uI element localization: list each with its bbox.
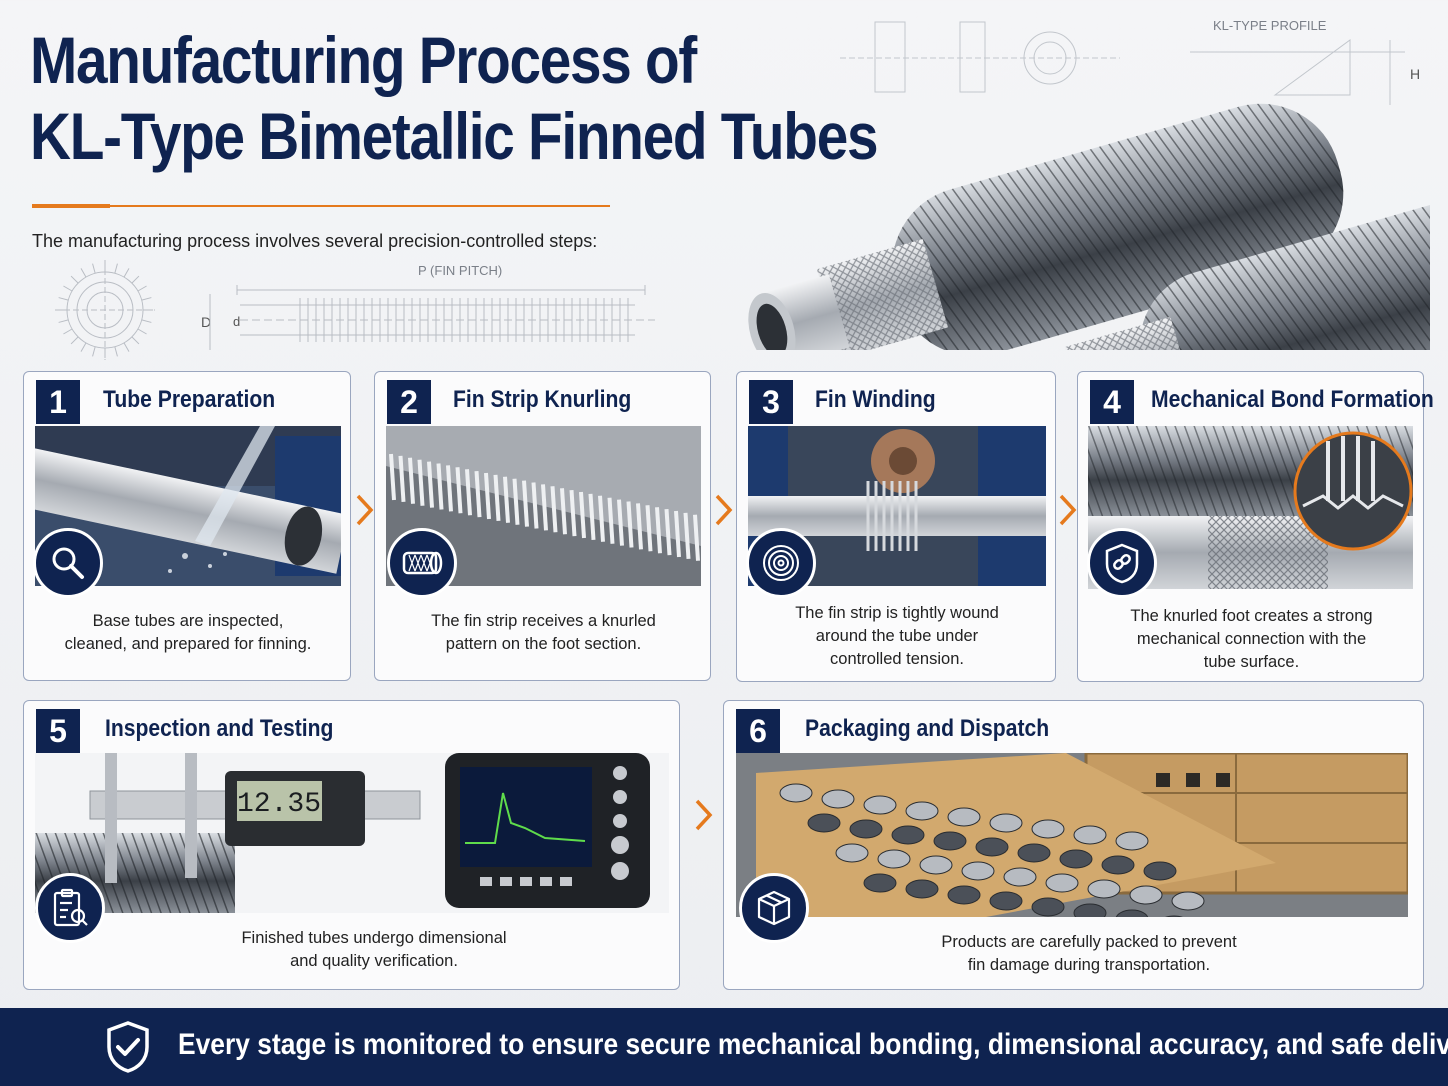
box-icon: [739, 873, 809, 943]
inner-diameter-label: d: [233, 314, 241, 329]
inspection-photo: 12.35: [35, 753, 669, 913]
height-label: H: [1410, 66, 1421, 82]
step-title: Fin Strip Knurling: [453, 386, 632, 413]
step-description: Products are carefully packed to prevent…: [941, 933, 1237, 974]
caliper-reading: 12.35: [237, 789, 321, 820]
step-title: Inspection and Testing: [105, 715, 334, 742]
footer-banner: Every stage is monitored to ensure secur…: [0, 1008, 1448, 1086]
step-card-6: 6 Packaging and Dispatch Products are ca…: [723, 700, 1424, 990]
step-number: 2: [387, 380, 431, 424]
step-description: Base tubes are inspected,cleaned, and pr…: [64, 612, 312, 653]
chevron-right-icon: [695, 799, 713, 831]
step-card-2: 2 Fin Strip Knurling The fin strip recei…: [374, 371, 711, 681]
chevron-right-icon: [715, 494, 733, 526]
chevron-right-icon: [356, 494, 374, 526]
step-card-5: 5 Inspection and Testing 12.35 Finished …: [23, 700, 680, 990]
step-number: 1: [36, 380, 80, 424]
outer-diameter-label: D: [201, 314, 212, 330]
title-divider: [32, 205, 610, 207]
step-card-4: 4 Mechanical Bond Formation The knurled …: [1077, 371, 1434, 682]
finned-tube-side-drawing: [209, 285, 655, 350]
tube-cross-section-drawing: [55, 260, 155, 360]
blueprint-sketch: [840, 21, 1405, 105]
mechanical-bond-photo: [1088, 426, 1413, 589]
chevron-right-icon: [1059, 494, 1077, 526]
profile-label: KL-TYPE PROFILE: [1213, 18, 1327, 33]
shield-check-icon: [107, 1021, 149, 1073]
packaging-photo: [736, 753, 1408, 917]
step-card-1: 1 Tube Preparation Base tubes are inspec…: [23, 371, 351, 681]
footer-text: Every stage is monitored to ensure secur…: [178, 1028, 1448, 1061]
title-divider-accent: [32, 204, 110, 208]
page-title-line-1: Manufacturing Process of: [30, 23, 697, 97]
intro-text: The manufacturing process involves sever…: [32, 231, 598, 251]
step-number: 4: [1090, 380, 1134, 424]
shield-link-icon: [1087, 528, 1157, 598]
step-number: 6: [736, 709, 780, 753]
step-card-3: 3 Fin Winding The fin strip is tightly w…: [736, 371, 1056, 682]
fin-pitch-label: P (FIN PITCH): [418, 263, 503, 278]
page-title-line-2: KL-Type Bimetallic Finned Tubes: [30, 99, 879, 173]
step-title: Tube Preparation: [103, 386, 276, 413]
step-number: 5: [36, 709, 80, 753]
step-number: 3: [749, 380, 793, 424]
spiral-icon: [746, 528, 816, 598]
step-title: Packaging and Dispatch: [805, 715, 1050, 742]
step-title: Fin Winding: [815, 386, 936, 413]
knurled-strip-icon: [387, 528, 457, 598]
checklist-icon: [35, 873, 105, 943]
title-block: Manufacturing Process of KL-Type Bimetal…: [30, 22, 879, 174]
step-title: Mechanical Bond Formation: [1151, 386, 1434, 413]
magnifier-icon: [33, 528, 103, 598]
hero-finned-tubes-image: [748, 21, 1430, 350]
